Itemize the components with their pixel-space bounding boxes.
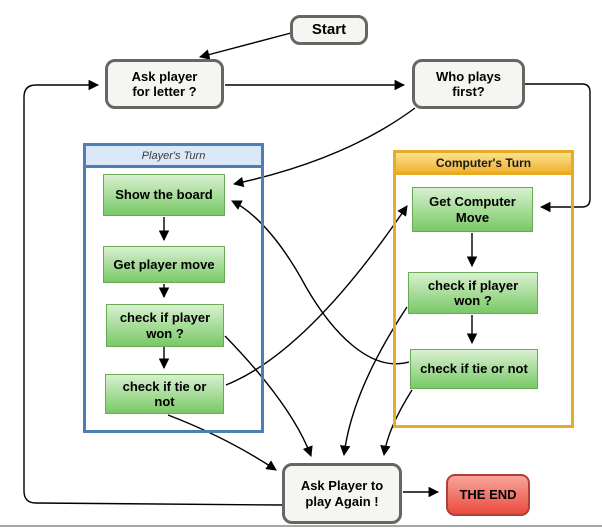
players-turn-header: Player's Turn: [86, 146, 261, 168]
bottom-divider: [0, 525, 602, 527]
edge-player-tie-to-get-computer-move: [225, 205, 408, 386]
who-plays-first-node: Who plays first?: [412, 59, 525, 109]
ask-play-again-node: Ask Player to play Again !: [282, 463, 402, 524]
edge-who-first-to-show-board: [232, 107, 416, 188]
players-turn-title: Player's Turn: [141, 149, 206, 162]
edge-player-tie-to-play-again: [167, 414, 277, 471]
edge-comp-tie-to-show-board: [231, 200, 410, 365]
edge-start-to-ask-letter: [198, 32, 292, 60]
player-check-if-tie-node: check if tie or not: [105, 374, 224, 414]
the-end-node: THE END: [446, 474, 530, 516]
edge-play-again-to-ask-letter: [23, 79, 283, 506]
show-the-board-node: Show the board: [103, 174, 225, 216]
start-node: Start: [290, 15, 368, 45]
edge-who-first-to-get-computer-move: [525, 83, 591, 213]
player-check-if-won-node: check if player won ?: [106, 304, 224, 347]
computer-check-if-won-node: check if player won ?: [408, 272, 538, 314]
computer-check-if-tie-node: check if tie or not: [410, 349, 538, 389]
players-turn-container: Player's Turn: [83, 143, 264, 433]
computers-turn-header: Computer's Turn: [396, 153, 571, 175]
get-computer-move-node: Get Computer Move: [412, 187, 533, 232]
edge-player-won-to-play-again: [224, 335, 313, 457]
computers-turn-container: Computer's Turn: [393, 150, 574, 428]
ask-player-for-letter-node: Ask player for letter ?: [105, 59, 224, 109]
computers-turn-title: Computer's Turn: [435, 155, 532, 170]
get-player-move-node: Get player move: [103, 246, 225, 283]
